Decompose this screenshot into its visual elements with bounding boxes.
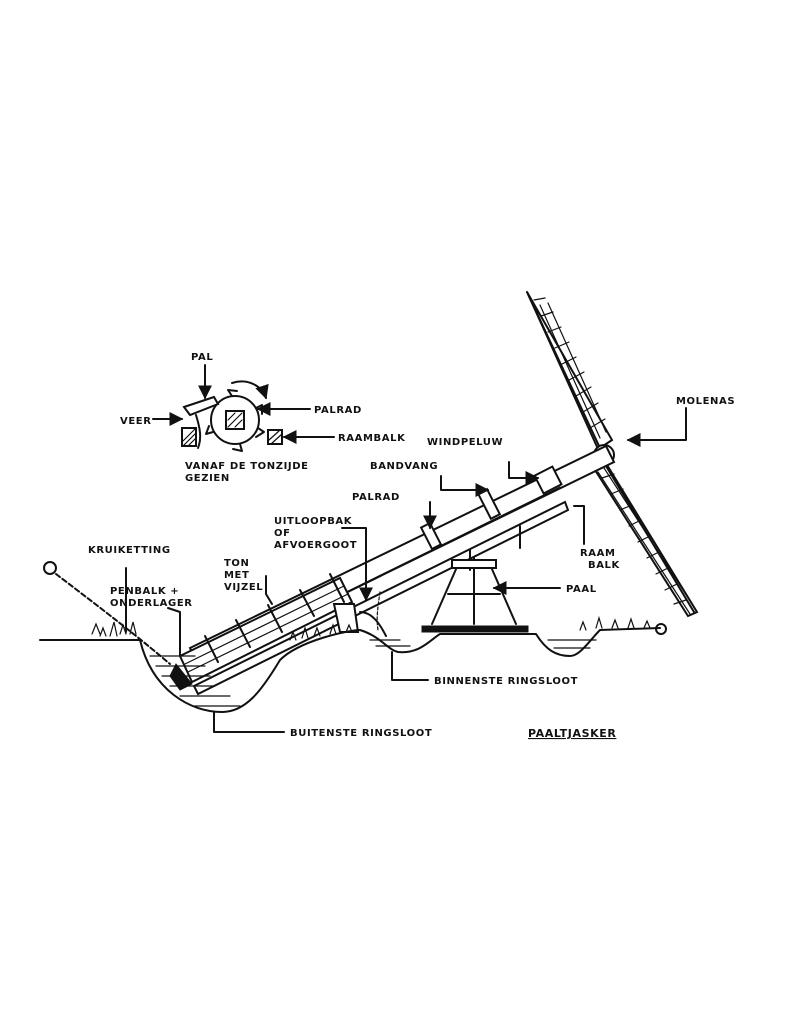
- label-molenas: MOLENAS: [676, 396, 735, 407]
- label-uitloopbak-line3: AFVOERGOOT: [274, 540, 357, 551]
- ratchet-detail: [152, 364, 335, 452]
- label-penbalk-line2: ONDERLAGER: [110, 598, 193, 609]
- leader-lines: [125, 407, 687, 733]
- uitloopbak: [332, 603, 360, 633]
- label-veer: VEER: [120, 416, 152, 427]
- label-penbalk-line1: PENBALK +: [110, 586, 179, 597]
- label-caption-line1: VANAF DE TONZIJDE: [185, 461, 309, 472]
- rotation-arrow: [231, 380, 269, 400]
- ton-barrel: [178, 576, 354, 684]
- ground-line: [39, 627, 661, 713]
- label-palrad: PALRAD: [352, 492, 400, 503]
- diagram-title: PAALTJASKER: [528, 727, 616, 740]
- label-kruiketting: KRUIKETTING: [88, 545, 171, 556]
- label-ton-line3: VIJZEL: [224, 582, 263, 593]
- label-ton-line1: TON: [224, 558, 250, 569]
- label-raambalk-line2: BALK: [588, 560, 621, 571]
- label-pal: PAL: [191, 352, 213, 363]
- main-structure: [169, 444, 616, 696]
- palrad-wheel: [210, 395, 260, 445]
- label-buitenste-ringsloot: BUITENSTE RINGSLOOT: [290, 728, 432, 739]
- label-raambalk-detail: RAAMBALK: [338, 433, 406, 444]
- label-ton-line2: MET: [224, 570, 249, 581]
- penbalk-end: [169, 663, 193, 691]
- raambalk-square-right: [267, 429, 283, 445]
- label-palrad-detail: PALRAD: [314, 405, 362, 416]
- label-caption-line2: GEZIEN: [185, 473, 230, 484]
- pal-pawl: [182, 395, 220, 417]
- kruiketting-chain: [43, 561, 381, 665]
- label-windpeluw: WINDPELUW: [427, 437, 503, 448]
- paal-base: [421, 625, 529, 633]
- label-uitloopbak-line1: UITLOOPBAK: [274, 516, 353, 527]
- label-uitloopbak-line2: OF: [274, 528, 291, 539]
- label-bandvang: BANDVANG: [370, 461, 438, 472]
- label-binnenste-ringsloot: BINNENSTE RINGSLOOT: [434, 676, 578, 687]
- ground-and-water: [39, 615, 667, 713]
- veer-spring: [195, 414, 202, 449]
- label-paal: PAAL: [566, 584, 597, 595]
- label-raambalk-line1: RAAM: [580, 548, 616, 559]
